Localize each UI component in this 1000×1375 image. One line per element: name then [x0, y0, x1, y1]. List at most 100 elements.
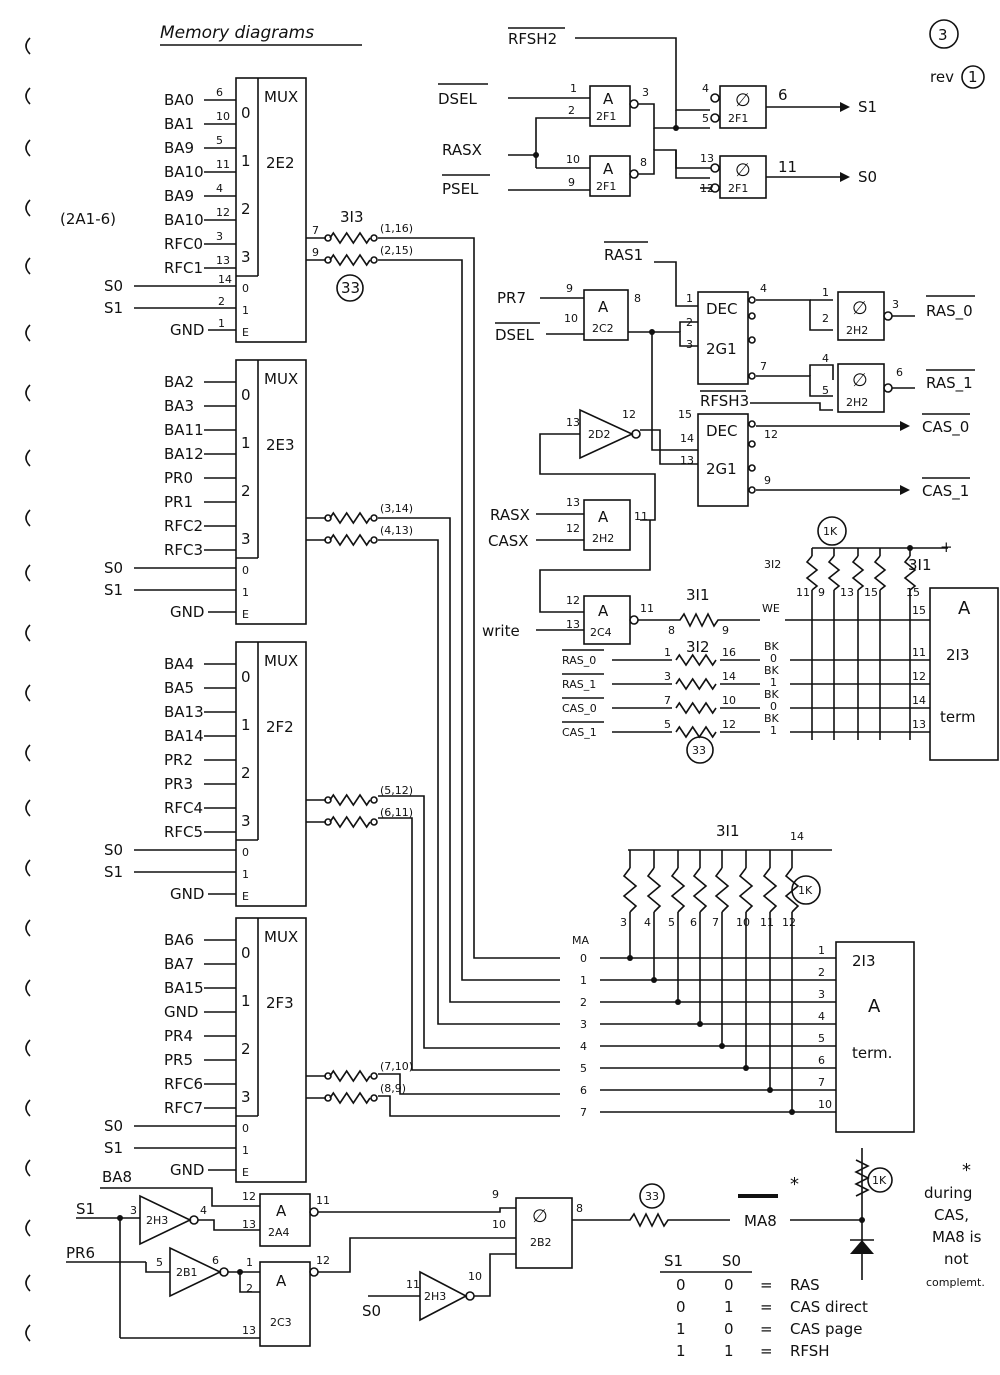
mux-select-index: 3 [241, 530, 251, 548]
mux-select-index: 0 [241, 386, 251, 404]
svg-text:13: 13 [566, 618, 580, 631]
mux-input-label: BA9 [164, 187, 194, 205]
mux-output-net-pins: (1,16) [380, 222, 413, 235]
mux-input-label: PR4 [164, 1027, 193, 1045]
input-psel: PSEL [442, 180, 479, 198]
output-cas-1: CAS_1 [922, 482, 969, 501]
svg-text:10: 10 [468, 1270, 482, 1283]
svg-text:∅: ∅ [735, 160, 751, 181]
resistor-pin: 6 [690, 916, 697, 929]
mux-resistor-net-label: 3I3 [340, 208, 364, 226]
svg-text:∅: ∅ [532, 1206, 548, 1227]
svg-text:2F1: 2F1 [728, 182, 748, 195]
output-s0: S0 [858, 168, 877, 186]
svg-text:9: 9 [818, 586, 825, 599]
svg-text:12: 12 [622, 408, 636, 421]
resistor-pin: 4 [644, 916, 651, 929]
terminator-pin: 5 [818, 1032, 825, 1045]
decoder-2g1-bottom [697, 413, 749, 507]
bus-sub-label: 0 [770, 652, 777, 665]
svg-text:∅: ∅ [852, 298, 868, 319]
terminator-signal-label: RAS_0 [562, 654, 596, 667]
terminator-signal-label: CAS_1 [562, 726, 597, 739]
mux-select-index: 1 [241, 992, 251, 1010]
truth-table-mode: RFSH [790, 1342, 830, 1360]
svg-text:11: 11 [778, 158, 797, 176]
side-note: (2A1-6) [60, 210, 116, 228]
svg-text:13: 13 [566, 496, 580, 509]
mux-select-index: 0 [241, 668, 251, 686]
svg-text:2H3: 2H3 [146, 1214, 168, 1227]
svg-text:2F1: 2F1 [728, 112, 748, 125]
mux-input-label: BA12 [164, 445, 204, 463]
svg-text:6: 6 [212, 1254, 219, 1267]
mux-control-pin: 2 [218, 295, 225, 308]
mux-input-label: PR1 [164, 493, 193, 511]
svg-text:MA8 is: MA8 is [932, 1228, 982, 1246]
mux-resistor-value-label: 33 [341, 279, 360, 297]
svg-text:3: 3 [892, 298, 899, 311]
svg-text:2: 2 [822, 312, 829, 325]
input-s0-bottom: S0 [362, 1302, 381, 1320]
gate-a-2f1-top [589, 85, 631, 127]
svg-text:11: 11 [640, 602, 654, 615]
mux-output-net-pins: (2,15) [380, 244, 413, 257]
svg-text:12: 12 [316, 1254, 330, 1267]
gate-a-2c4 [583, 595, 631, 645]
terminator-pin: 14 [912, 694, 926, 707]
mux-control-label: S1 [104, 1139, 123, 1157]
output-s1: S1 [858, 98, 877, 116]
resistor-pin: 1 [664, 646, 671, 659]
mux-input-label: PR5 [164, 1051, 193, 1069]
inverter-2h3-bottom [419, 1270, 468, 1322]
svg-text:8: 8 [634, 292, 641, 305]
svg-text:A: A [603, 90, 614, 108]
svg-text:3I2: 3I2 [764, 558, 781, 571]
mux-control-index: 0 [242, 1122, 249, 1135]
mux-input-label: BA4 [164, 655, 194, 673]
mux-input-label: RFC5 [164, 823, 203, 841]
truth-table-s0: 0 [724, 1320, 734, 1338]
svg-text:2I3: 2I3 [946, 646, 970, 664]
resistor-pin: 5 [664, 718, 671, 731]
svg-text:15: 15 [678, 408, 692, 421]
svg-text:1: 1 [246, 1256, 253, 1269]
mux-output-pin: 9 [312, 246, 319, 259]
svg-text:3I1: 3I1 [716, 822, 740, 840]
binder-holes [25, 37, 31, 1342]
truth-table-s0: 1 [724, 1298, 734, 1316]
mux-output-net-pins: (8,9) [380, 1082, 406, 1095]
svg-text:2H2: 2H2 [846, 324, 868, 337]
input-pr7: PR7 [497, 289, 526, 307]
svg-text:term: term [940, 708, 976, 726]
truth-table-eq: = [760, 1298, 773, 1316]
terminator-signal-label: CAS_0 [562, 702, 597, 715]
mux-select-index: 2 [241, 482, 251, 500]
svg-text:2G1: 2G1 [706, 340, 737, 358]
mux-output-net-pins: (4,13) [380, 524, 413, 537]
mux-control-label: S0 [104, 277, 123, 295]
mux-block-2f2: MUX2F2BA40BA5BA131BA14PR22PR3RFC43RFC5S0… [104, 641, 413, 907]
svg-text:15: 15 [912, 604, 926, 617]
svg-text:complemt.: complemt. [926, 1276, 985, 1289]
mux-select-index: 1 [241, 434, 251, 452]
ma-bus-line-label: 5 [580, 1062, 587, 1075]
mux-control-index: 1 [242, 586, 249, 599]
mux-control-label: S0 [104, 841, 123, 859]
terminator-pin: 1 [818, 944, 825, 957]
truth-table-mode: CAS direct [790, 1298, 868, 1316]
input-ras1: RAS1 [604, 246, 643, 264]
mux-input-pin: 10 [216, 110, 230, 123]
revision-prefix: rev [930, 68, 954, 86]
mux-control-label: GND [170, 321, 204, 339]
ma-bus-wires [378, 237, 560, 1117]
svg-text:9: 9 [492, 1188, 499, 1201]
svg-text:CAS,: CAS, [934, 1206, 969, 1224]
mux-control-label: GND [170, 1161, 204, 1179]
gate-a-2f1-bottom [589, 155, 631, 197]
resistor-pin: 5 [668, 916, 675, 929]
input-ba8: BA8 [102, 1168, 132, 1186]
resistor-pin: 12 [722, 718, 736, 731]
ma-bus-line-label: 6 [580, 1084, 587, 1097]
resistor-pin: 10 [736, 916, 750, 929]
